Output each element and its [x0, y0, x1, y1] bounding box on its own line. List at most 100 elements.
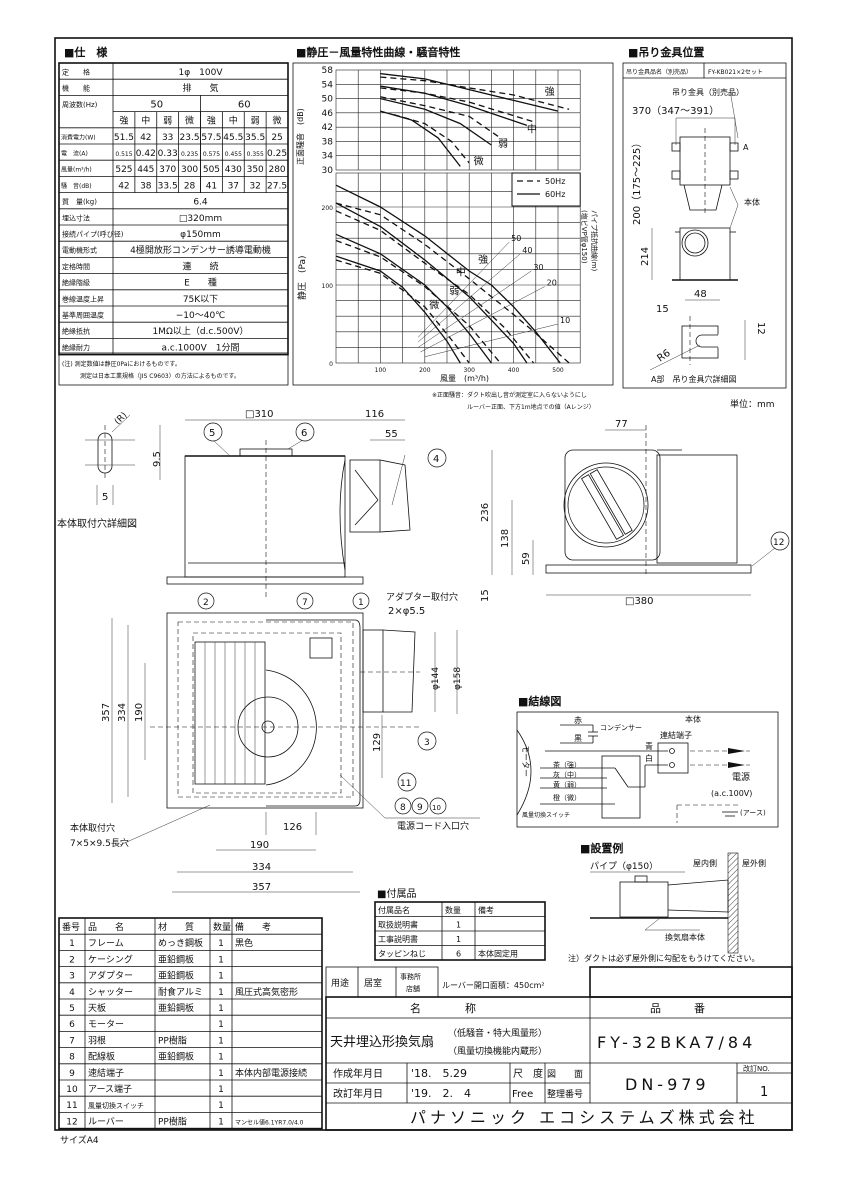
noise-y-label: 正面騒音 (dB) — [295, 108, 305, 165]
spec-cell: 37 — [228, 181, 239, 191]
pq-series-60hz — [335, 184, 561, 364]
parts-cell: 1 — [218, 955, 224, 965]
title-block — [325, 996, 793, 1131]
scale-value: Free — [512, 1089, 533, 1100]
parts-cell: 4 — [69, 988, 75, 998]
mount-hole-spec: 7×5×9.5長穴 — [70, 837, 129, 849]
accessories-cell: 取扱説明書 — [378, 920, 418, 930]
notch-label: 中 — [141, 115, 150, 127]
plan-dim-357h: 357 — [252, 882, 271, 893]
spec-cell: 0.33 — [158, 149, 178, 159]
front-view — [491, 425, 790, 596]
side-dim-310: □310 — [245, 409, 274, 420]
front-dim-380: □380 — [625, 596, 654, 607]
spec-label: 風量(m³/h) — [61, 167, 92, 174]
balloon-6: 6 — [301, 428, 307, 439]
spec-cell: 445 — [137, 165, 154, 175]
parts-cell: 1 — [218, 1020, 224, 1030]
noise-y-tick: 46 — [322, 109, 334, 119]
pipe-resistance-label: 30 — [533, 263, 543, 272]
spec-label: 周波数(Hz) — [62, 100, 98, 109]
notch-label: 中 — [229, 115, 238, 127]
parts-cell: 亜鉛鋼板 — [158, 953, 194, 965]
parts-header: 品 名 — [88, 921, 124, 933]
spec-cell: 280 — [268, 165, 285, 175]
spec-value: −10〜40℃ — [176, 311, 226, 321]
parts-cell: めっき鋼板 — [158, 937, 203, 949]
spec-label: 質 量(kg) — [62, 197, 97, 206]
wiring-frame — [516, 711, 779, 828]
wire-red: 赤 — [574, 716, 582, 725]
title-number-header: 品 番 — [650, 1002, 705, 1015]
parts-cell: シャッター — [88, 987, 133, 998]
parts-cell: 天板 — [88, 1002, 106, 1014]
accessories-cell: 1 — [456, 935, 461, 944]
usage-label: 用途 — [331, 977, 349, 989]
install-drawing — [590, 852, 739, 954]
spec-label: 基準周囲温度 — [62, 311, 104, 320]
hanger-bracket-label: 吊り金具（別売品） — [672, 87, 744, 97]
wire-yellow: 黄（弱） — [553, 780, 581, 789]
spec-cell: 28 — [184, 181, 196, 191]
power-label: 電源 — [732, 772, 750, 783]
drawing-label-1: 図 面 — [547, 1069, 583, 1080]
mount-hole-label: 本体取付穴 — [70, 822, 115, 834]
parts-header: 番号 — [62, 921, 80, 933]
parts-cell: 亜鉛鋼板 — [158, 970, 194, 982]
parts-cell: 1 — [218, 1117, 224, 1127]
product-sub-2: （風量切換機能内蔵形） — [448, 1045, 547, 1057]
spec-label: 巻線温度上昇 — [62, 294, 104, 303]
balloon-7: 7 — [302, 598, 308, 608]
parts-cell: 11 — [66, 1101, 77, 1111]
notch-label: 微 — [273, 115, 282, 127]
parts-cell: 亜鉛鋼板 — [158, 1051, 194, 1063]
pq-x-tick: 100 — [375, 367, 387, 374]
hole-detail-title: 本体取付穴詳細図 — [57, 517, 137, 530]
parts-cell: 1 — [69, 939, 75, 949]
parts-header: 数量 — [213, 921, 231, 933]
parts-cell: 耐食アルミ — [158, 986, 203, 998]
spec-label: 騒 音(dB) — [61, 182, 92, 190]
spec-cell: 27.5 — [267, 181, 287, 191]
balloon-3: 3 — [424, 738, 430, 748]
wire-gray: 灰（中） — [553, 770, 581, 779]
spec-cell: 525 — [115, 165, 132, 175]
created-label: 作成年月日 — [333, 1067, 383, 1080]
pq-curve-label: 中 — [456, 266, 466, 279]
pq-x-label: 風量 (m³/h) — [440, 374, 489, 383]
pq-series-50hz — [335, 202, 570, 364]
spec-label: 消費電力(W) — [61, 133, 96, 141]
pipe-axis-label: パイプ抵抗曲線(m) — [590, 210, 599, 272]
noise-plot-area — [335, 69, 581, 171]
parts-cell: 風量切換スイッチ — [88, 1101, 144, 1110]
pq-curve-label: 弱 — [449, 285, 459, 297]
spec-cell: 0.575 — [203, 151, 220, 158]
hanger-detail-title: A部 吊り金具穴詳細図 — [651, 374, 736, 384]
spec-label: 絶縁抵抗 — [62, 327, 90, 336]
noise-curve-label: 中 — [527, 123, 537, 136]
legend-label: 60Hz — [545, 190, 565, 199]
created-date: '18. 5.29 — [411, 1067, 467, 1080]
chart-frame — [292, 62, 614, 386]
install-note: 注）ダクトは必ず屋外側に勾配をもうけてください。 — [568, 953, 760, 963]
parts-cell: 本体内部電源接続 — [235, 1067, 307, 1079]
spec-cell: 0.42 — [136, 149, 156, 159]
plan-dim-129: 129 — [372, 733, 383, 752]
pipe-resistance-label: 10 — [560, 316, 570, 325]
plan-dim-334h: 334 — [252, 862, 271, 873]
hanger-name-label: 吊り金具品名（別売品） — [626, 68, 692, 76]
pq-y-tick: 200 — [322, 205, 334, 212]
cord-hole-label: 電源コード入口穴 — [397, 820, 469, 832]
noise-curve-label: 弱 — [498, 138, 508, 150]
spec-label: 絶縁階級 — [62, 278, 90, 287]
balloon-2: 2 — [203, 598, 209, 608]
spec-cell: 0.235 — [181, 151, 198, 158]
pq-y-label: 静圧 (Pa) — [296, 255, 308, 300]
parts-cell: 1 — [218, 1004, 224, 1014]
install-body-label: 換気扇本体 — [665, 932, 705, 942]
spec-cell: 35.5 — [245, 133, 265, 143]
spec-value: 6.4 — [193, 198, 208, 208]
front-dim-236: 236 — [480, 503, 491, 522]
hanger-dim-12: 12 — [755, 322, 766, 335]
